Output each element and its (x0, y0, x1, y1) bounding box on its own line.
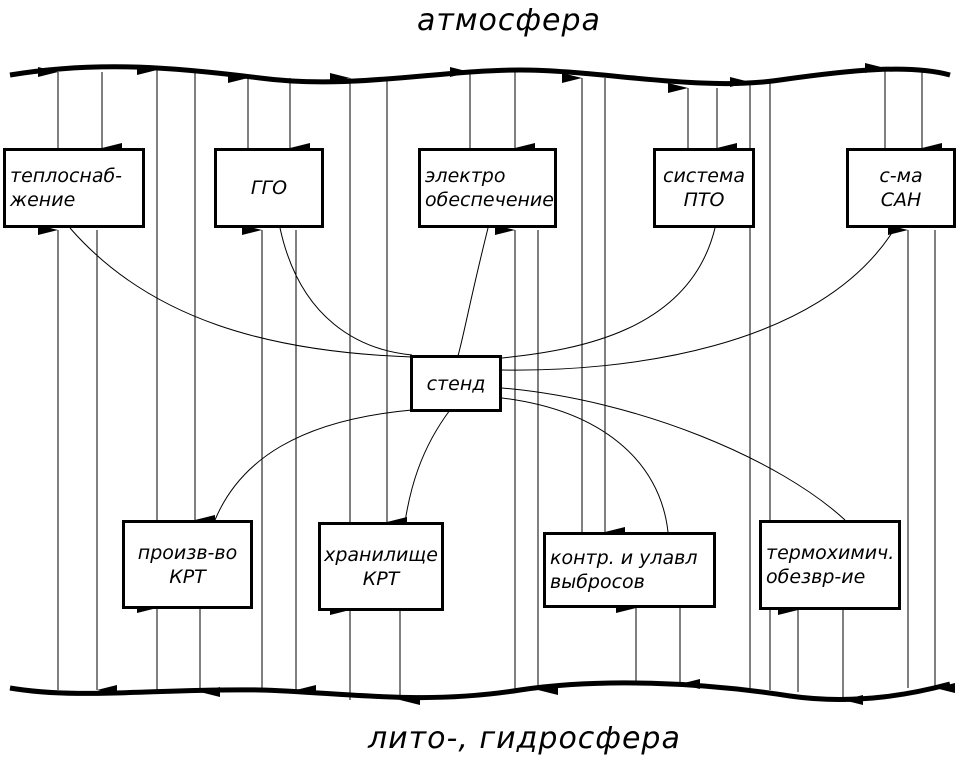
emission-control-label-2: выбросов (550, 571, 645, 593)
krt-storage-box: хранилище КРТ (318, 522, 444, 611)
ggo-box: ГГО (214, 148, 324, 228)
link-stand-prod (214, 409, 413, 521)
power-supply-box: электро обеспечение (418, 148, 557, 228)
krt-storage-label-2: КРТ (362, 567, 400, 590)
litho-hydrosphere-boundary (9, 680, 951, 702)
san-system-label-2: САН (880, 189, 922, 211)
pto-system-label-2: ПТО (683, 189, 725, 211)
link-power-stand (457, 227, 489, 357)
heat-supply-label-1: теплоснаб- (10, 165, 123, 187)
pto-system-label-1: система (663, 165, 745, 187)
pto-system-box: система ПТО (653, 148, 755, 228)
atmosphere-label: атмосфера (417, 3, 601, 38)
thermochemical-label-2: обезвр-ие (766, 566, 866, 588)
power-supply-label-1: электро (425, 165, 506, 187)
link-stand-thermo (501, 387, 846, 521)
link-heat-stand (69, 227, 413, 358)
atmosphere-boundary (9, 64, 951, 87)
link-pto-stand (501, 227, 716, 359)
heat-supply-box: теплоснаб- жение (3, 148, 145, 228)
link-stand-storage (404, 409, 451, 523)
san-system-label-1: с-ма (879, 165, 923, 187)
thermochemical-label-1: термохимич. (766, 542, 895, 564)
thermochemical-neutralization-box: термохимич. обезвр-ие (759, 520, 901, 610)
heat-supply-label-2: жение (10, 189, 76, 211)
link-stand-control (501, 397, 669, 533)
stand-box: стенд (410, 355, 502, 412)
krt-storage-label-1: хранилище (324, 543, 438, 566)
power-supply-label-2: обеспечение (425, 189, 554, 211)
krt-production-box: произв-во КРТ (122, 520, 253, 609)
krt-production-label-2: КРТ (169, 565, 206, 588)
link-ggo-stand (279, 227, 413, 356)
emission-control-label-1: контр. и улавл (550, 547, 698, 569)
san-system-box: с-ма САН (846, 148, 956, 228)
stand-label: стенд (426, 372, 486, 395)
lithosphere-hydrosphere-label: лито-, гидросфера (368, 721, 681, 756)
link-san-stand (501, 227, 896, 371)
emission-control-box: контр. и улавл выбросов (543, 532, 716, 608)
ggo-label: ГГО (250, 177, 288, 199)
krt-production-label-1: произв-во (137, 541, 238, 564)
